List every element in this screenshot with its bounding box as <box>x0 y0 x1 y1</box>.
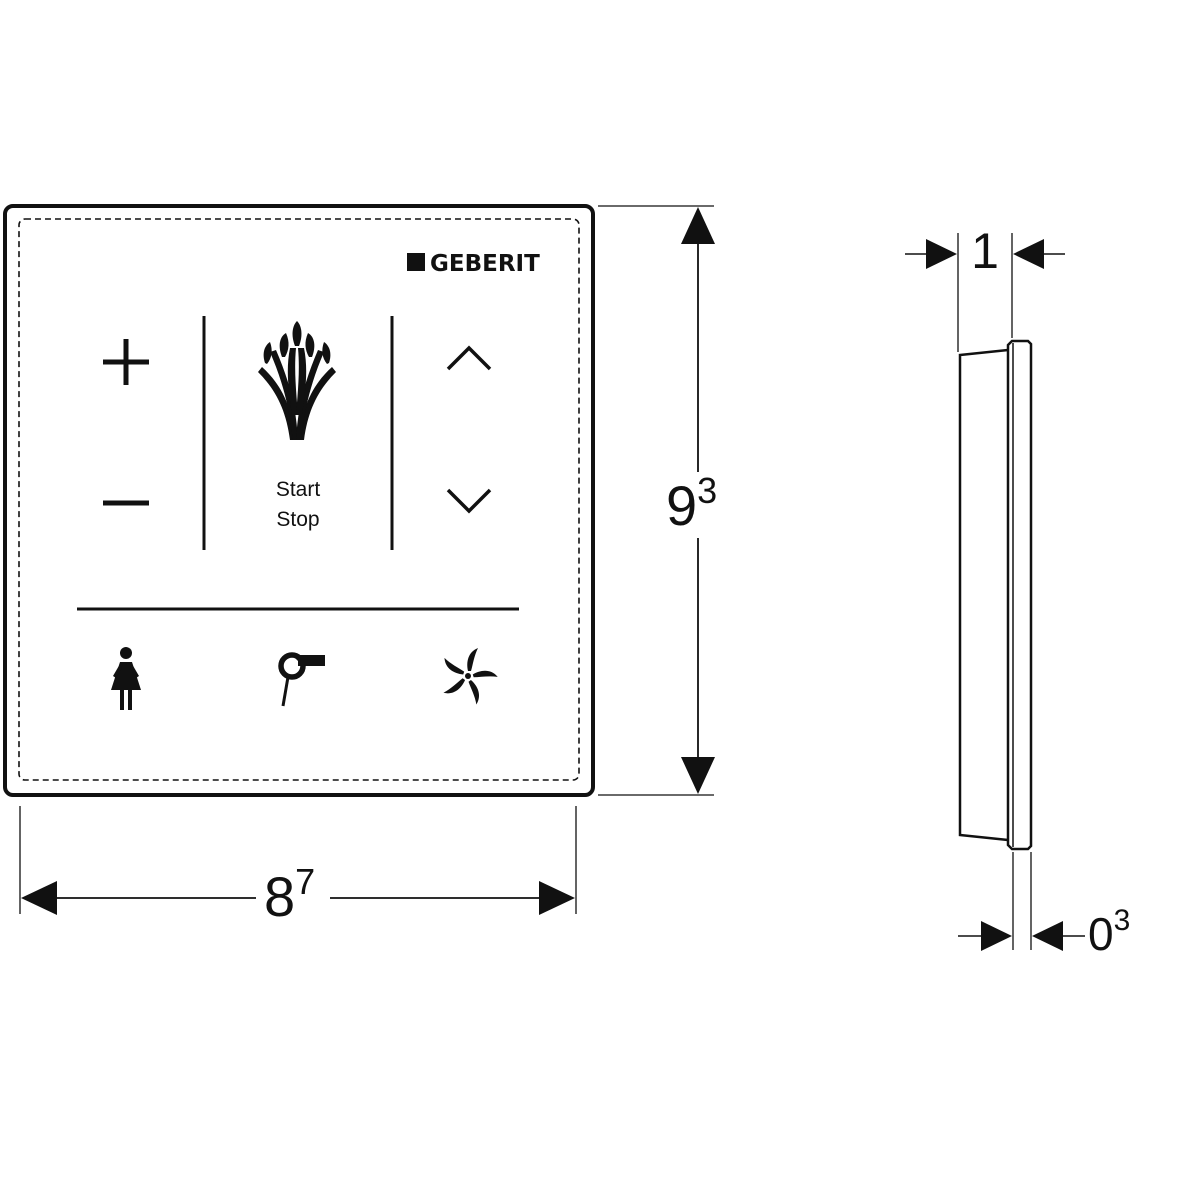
down-button[interactable] <box>446 488 492 514</box>
side-plate-outline <box>1006 339 1033 851</box>
lady-shower-button[interactable] <box>111 647 141 710</box>
plus-icon <box>103 339 149 385</box>
logo-text: GEBERIT <box>430 251 540 277</box>
lady-shower-icon <box>111 647 141 710</box>
arrowhead-left-icon <box>21 881 57 915</box>
arrowhead-right-icon <box>981 921 1012 951</box>
panel-dashed-border <box>18 218 580 781</box>
plate-depth-sup: 3 <box>1114 904 1131 937</box>
chevron-down-icon <box>446 488 492 514</box>
stop-label: Stop <box>276 508 319 531</box>
height-value: 93 <box>666 470 717 537</box>
dryer-icon <box>278 652 325 707</box>
arrowhead-left-icon <box>1013 239 1044 269</box>
arrowhead-right-icon <box>926 239 957 269</box>
start-label: Start <box>276 478 321 501</box>
side-body-outline <box>958 348 1009 842</box>
arrowhead-left-icon <box>1032 921 1063 951</box>
height-sup: 3 <box>697 470 717 511</box>
arrowhead-down-icon <box>681 757 715 794</box>
increase-button[interactable] <box>103 339 149 385</box>
width-value: 87 <box>264 861 315 928</box>
height-main: 9 <box>666 474 697 537</box>
height-dimension: 93 <box>598 205 717 796</box>
brand-logo: GEBERIT <box>407 251 540 277</box>
start-stop-button[interactable]: Start Stop <box>258 321 336 531</box>
arrowhead-up-icon <box>681 207 715 244</box>
up-button[interactable] <box>446 345 492 371</box>
width-dimension: 87 <box>19 806 577 928</box>
fan-icon <box>443 648 498 705</box>
water-spray-icon <box>258 321 336 440</box>
chevron-up-icon <box>446 345 492 371</box>
dryer-button[interactable] <box>278 652 325 707</box>
depth-total-value: 1 <box>971 223 999 279</box>
logo-square-icon <box>407 253 425 271</box>
arrowhead-right-icon <box>539 881 575 915</box>
plate-depth-value: 03 <box>1088 904 1130 960</box>
side-view: 1 03 <box>905 223 1130 960</box>
width-sup: 7 <box>295 861 315 902</box>
width-main: 8 <box>264 865 295 928</box>
plate-depth-main: 0 <box>1088 908 1114 960</box>
front-view: GEBERIT <box>3 204 595 797</box>
panel-outline <box>3 204 595 797</box>
fan-button[interactable] <box>441 648 498 705</box>
